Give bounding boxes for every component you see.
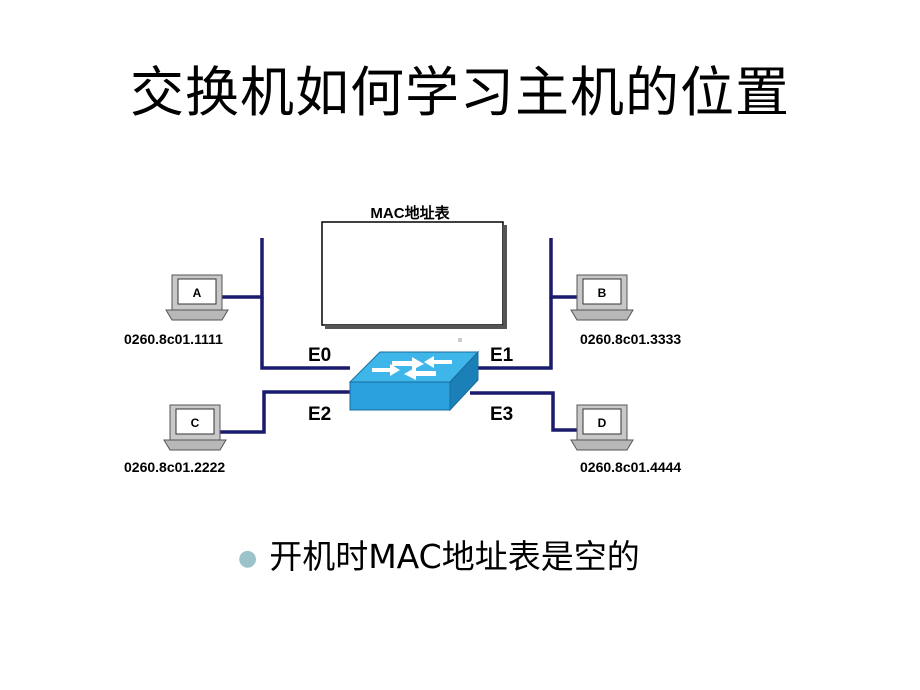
host-a-label: A bbox=[193, 286, 202, 300]
host-c-label: C bbox=[191, 416, 200, 430]
port-e1-label: E1 bbox=[490, 345, 514, 366]
port-e0-label: E0 bbox=[308, 345, 331, 366]
network-links bbox=[214, 238, 583, 434]
mac-table-box bbox=[321, 221, 504, 326]
link-d-e3 bbox=[470, 391, 583, 432]
mac-table-shadow-bottom bbox=[325, 325, 507, 329]
host-c-mac: 0260.8c01.2222 bbox=[124, 459, 225, 475]
bullet-text: 开机时MAC地址表是空的 bbox=[269, 537, 640, 576]
host-d-label: D bbox=[598, 416, 607, 430]
host-b-mac: 0260.8c01.3333 bbox=[580, 331, 681, 347]
host-b-computer-icon: B bbox=[570, 274, 634, 321]
host-b-label: B bbox=[598, 286, 607, 300]
link-e0 bbox=[260, 297, 350, 370]
bullet-dot-icon: ● bbox=[238, 546, 258, 571]
host-d-computer-icon: D bbox=[570, 404, 634, 451]
host-a-computer-icon: A bbox=[165, 274, 229, 321]
host-d-mac: 0260.8c01.4444 bbox=[580, 459, 681, 475]
bullet-item: ● 开机时MAC地址表是空的 bbox=[238, 530, 640, 578]
port-e3-label: E3 bbox=[490, 404, 513, 425]
switch-arrows-icon bbox=[372, 356, 452, 380]
host-a-mac: 0260.8c01.1111 bbox=[124, 331, 223, 347]
link-e1 bbox=[472, 297, 553, 370]
switch bbox=[348, 338, 480, 412]
link-c-e2 bbox=[214, 390, 350, 434]
host-c-computer-icon: C bbox=[163, 404, 227, 451]
port-e2-label: E2 bbox=[308, 404, 331, 425]
mac-table-shadow-right bbox=[503, 225, 507, 329]
link-a-e0 bbox=[221, 238, 264, 299]
mac-table-label: MAC地址表 bbox=[370, 204, 450, 222]
slide-title: 交换机如何学习主机的位置 bbox=[130, 61, 790, 124]
